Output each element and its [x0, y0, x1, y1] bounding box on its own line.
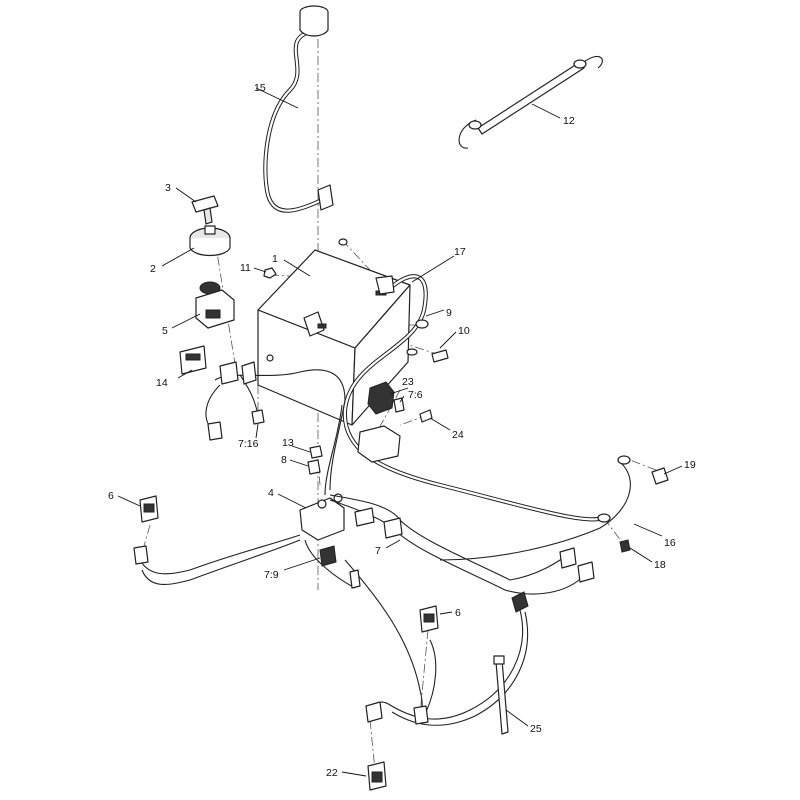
part-25-cable-tie[interactable]: [493, 655, 509, 735]
part-19-bolt: [651, 467, 669, 485]
callout-5: 5: [162, 325, 168, 337]
callout-2: 2: [150, 263, 156, 275]
part-18-nut: [619, 539, 631, 553]
callout-18: 18: [654, 559, 666, 571]
relay-socket: [357, 425, 401, 463]
callout-1: 1: [272, 253, 278, 265]
part-15-battery-cable[interactable]: [263, 5, 334, 213]
part-23-relay[interactable]: [367, 381, 395, 415]
callout-7-9: 7:9: [264, 569, 279, 581]
callout-12: 12: [563, 115, 575, 127]
callout-3: 3: [165, 182, 171, 194]
part-3-ignition-key[interactable]: [191, 195, 219, 225]
callout-labels: 1 2 3 4 5 6 6 7 7:6 7:9 7:16 8 9 10 11 1…: [108, 82, 696, 779]
callout-23: 23: [402, 376, 414, 388]
callout-16: 16: [664, 537, 676, 549]
callout-25: 25: [530, 723, 542, 735]
callout-7: 7: [375, 545, 381, 557]
callout-13: 13: [282, 437, 294, 449]
callout-15: 15: [254, 82, 266, 94]
hardware-fasteners: [263, 238, 669, 553]
callout-22: 22: [326, 767, 338, 779]
part-17-positive-cable[interactable]: [342, 274, 605, 522]
callout-10: 10: [458, 325, 470, 337]
callout-7-16: 7:16: [238, 438, 259, 450]
part-12-hold-down-rod[interactable]: [458, 55, 603, 149]
callout-19: 19: [684, 459, 696, 471]
part-9-washer: [415, 319, 429, 329]
part-13-nut: [309, 445, 323, 459]
part-16-ground-cable[interactable]: [439, 455, 631, 561]
part-9-washer-b: [406, 348, 418, 356]
part-7-16-terminal[interactable]: [251, 409, 265, 425]
callout-9: 9: [446, 307, 452, 319]
callout-17: 17: [454, 246, 466, 258]
part-5-pto-switch[interactable]: [195, 281, 235, 329]
callout-8: 8: [281, 454, 287, 466]
callout-11: 11: [240, 262, 251, 274]
part-1-battery[interactable]: [257, 249, 411, 426]
callout-24: 24: [452, 429, 464, 441]
part-4-solenoid[interactable]: [299, 493, 345, 541]
callout-7-6: 7:6: [408, 389, 423, 401]
part-7-9-connector[interactable]: [319, 545, 337, 567]
part-10-bolt: [431, 349, 449, 363]
part-22-switch[interactable]: [365, 701, 387, 791]
part-6-interlock-switch-a[interactable]: [133, 495, 159, 565]
centerlines: [139, 22, 657, 771]
part-8-bolt: [307, 459, 321, 475]
callout-14: 14: [156, 377, 168, 389]
part-7-6-terminal[interactable]: [393, 397, 405, 413]
part-11-nut: [263, 267, 277, 279]
part-7-wire-harness[interactable]: [139, 361, 595, 726]
callout-4: 4: [268, 487, 274, 499]
part-2-ignition-switch[interactable]: [189, 225, 231, 257]
leader-lines: [117, 87, 683, 777]
part-6-interlock-switch-b[interactable]: [413, 605, 439, 725]
part-14-hour-meter[interactable]: [179, 345, 207, 375]
callout-6b: 6: [455, 607, 461, 619]
part-24-screw: [419, 409, 433, 423]
callout-6a: 6: [108, 490, 114, 502]
